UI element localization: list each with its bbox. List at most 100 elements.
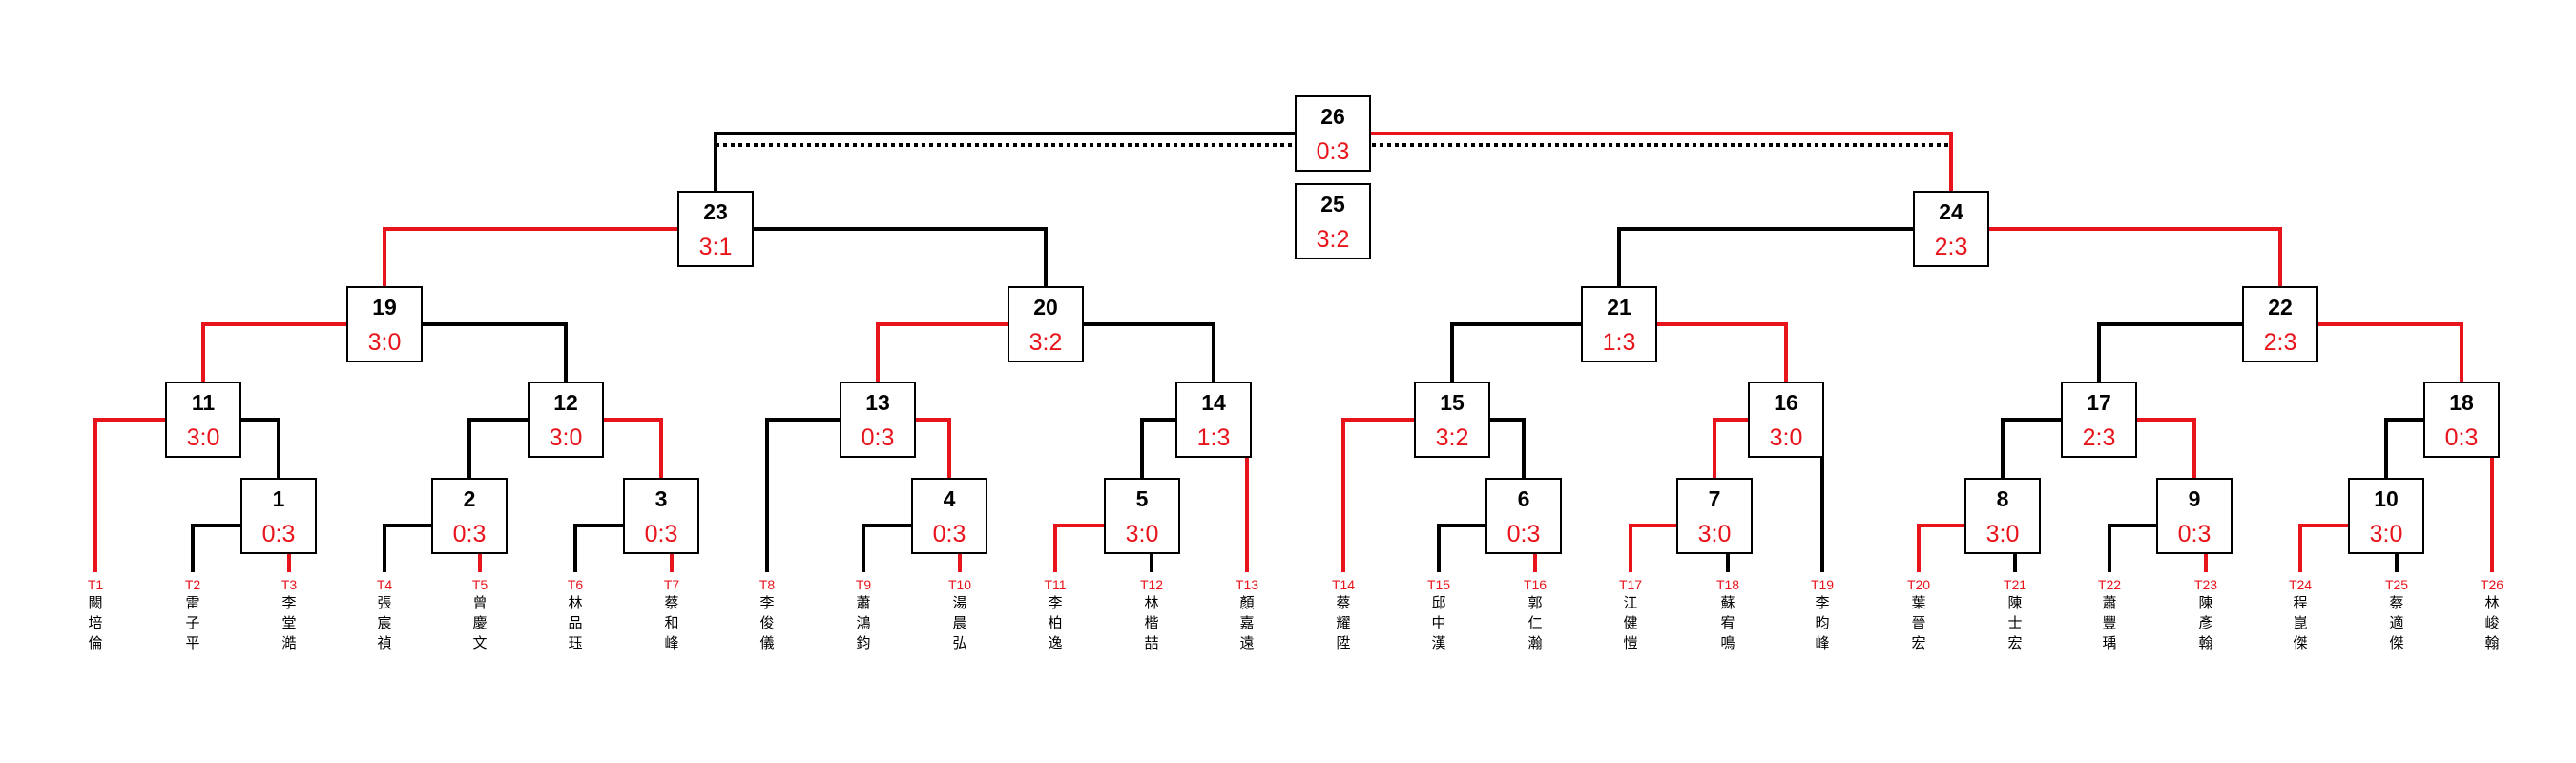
bracket-line xyxy=(604,418,663,478)
match-number: 11 xyxy=(191,390,216,415)
entrant: T8 李俊儀 xyxy=(748,576,786,653)
entrant-seed: T21 xyxy=(2003,577,2027,592)
match-number: 23 xyxy=(703,199,728,224)
match-number: 5 xyxy=(1135,486,1149,511)
bracket-line xyxy=(1371,132,1953,191)
entrant: T4 張宸禎 xyxy=(365,576,404,653)
entrant-name: 程崑傑 xyxy=(2293,595,2308,651)
match-score: 0:3 xyxy=(2444,424,2479,451)
bracket-line xyxy=(754,227,1048,286)
match-score: 3:0 xyxy=(1769,424,1803,451)
entrant-seed: T4 xyxy=(376,577,393,592)
entrant: T15 邱中漢 xyxy=(1420,576,1458,653)
match-score: 3:2 xyxy=(1316,226,1350,253)
bracket-line xyxy=(1490,418,1526,478)
entrant-name: 邱中漢 xyxy=(1431,595,1446,651)
match-score: 1:3 xyxy=(1196,424,1231,451)
entrant-seed: T15 xyxy=(1426,577,1451,592)
entrant-name: 郭仁瀚 xyxy=(1527,595,1543,651)
entrant-name: 蔡耀陞 xyxy=(1336,595,1351,651)
bracket-line xyxy=(191,524,240,572)
entrant: T12 林楷喆 xyxy=(1132,576,1171,653)
entrant-name: 闕培倫 xyxy=(88,595,103,651)
match-score: 0:3 xyxy=(452,521,487,547)
bracket-line xyxy=(1657,322,1788,382)
match-number: 14 xyxy=(1201,390,1226,415)
match-number: 18 xyxy=(2449,390,2474,415)
match-score: 3:0 xyxy=(1985,521,2020,547)
match-score: 1:3 xyxy=(1602,329,1636,356)
entrant-name: 蕭豐瑀 xyxy=(2102,595,2117,651)
bracket-line xyxy=(1084,322,1215,382)
match-number: 13 xyxy=(865,390,890,415)
match-number: 12 xyxy=(553,390,578,415)
bracket-line xyxy=(2298,524,2348,572)
bracket-line xyxy=(765,418,840,572)
bracket-line xyxy=(2001,418,2061,478)
match-score: 0:3 xyxy=(1506,521,1541,547)
match-number: 26 xyxy=(1320,104,1345,129)
match-number: 17 xyxy=(2087,390,2111,415)
bracket-line xyxy=(201,322,346,382)
entrant-seed: T12 xyxy=(1139,577,1164,592)
entrant-name: 林楷喆 xyxy=(1144,595,1159,651)
bracket-line xyxy=(93,418,165,572)
entrant-name: 葉晉宏 xyxy=(1911,595,1926,651)
bracket-line xyxy=(2137,418,2196,478)
entrant-name: 林品珏 xyxy=(568,595,583,651)
match-number: 8 xyxy=(1996,486,2009,511)
bracket-line xyxy=(1629,524,1676,572)
match-number: 16 xyxy=(1774,390,1798,415)
entrant-seed: T9 xyxy=(855,577,872,592)
match-number: 20 xyxy=(1033,295,1058,320)
match-score: 0:3 xyxy=(2177,521,2212,547)
match-number: 15 xyxy=(1440,390,1465,415)
bracket-line xyxy=(1053,524,1104,572)
entrant-seed: T17 xyxy=(1618,577,1643,592)
entrant-name: 張宸禎 xyxy=(377,595,392,651)
entrant-name: 顏嘉遠 xyxy=(1239,595,1255,651)
match-score: 0:3 xyxy=(861,424,895,451)
entrant-name: 陳彥翰 xyxy=(2198,595,2213,651)
entrant-seed: T8 xyxy=(758,577,776,592)
match-score: 2:3 xyxy=(2082,424,2116,451)
bracket-line xyxy=(1341,418,1414,572)
bracket-line xyxy=(241,418,280,478)
bracket-line xyxy=(1989,227,2282,286)
entrant-name: 李俊儀 xyxy=(759,595,775,651)
entrant-seed: T19 xyxy=(1810,577,1835,592)
entrant-name: 蔡和峰 xyxy=(664,595,679,651)
entrant-name: 湯晨弘 xyxy=(952,595,967,651)
entrant-seed: T6 xyxy=(567,577,584,592)
match-number: 25 xyxy=(1320,192,1345,217)
match-score: 3:0 xyxy=(1697,521,1732,547)
match-number: 21 xyxy=(1607,295,1631,320)
entrant-seed: T18 xyxy=(1715,577,1740,592)
match-number: 7 xyxy=(1708,486,1721,511)
